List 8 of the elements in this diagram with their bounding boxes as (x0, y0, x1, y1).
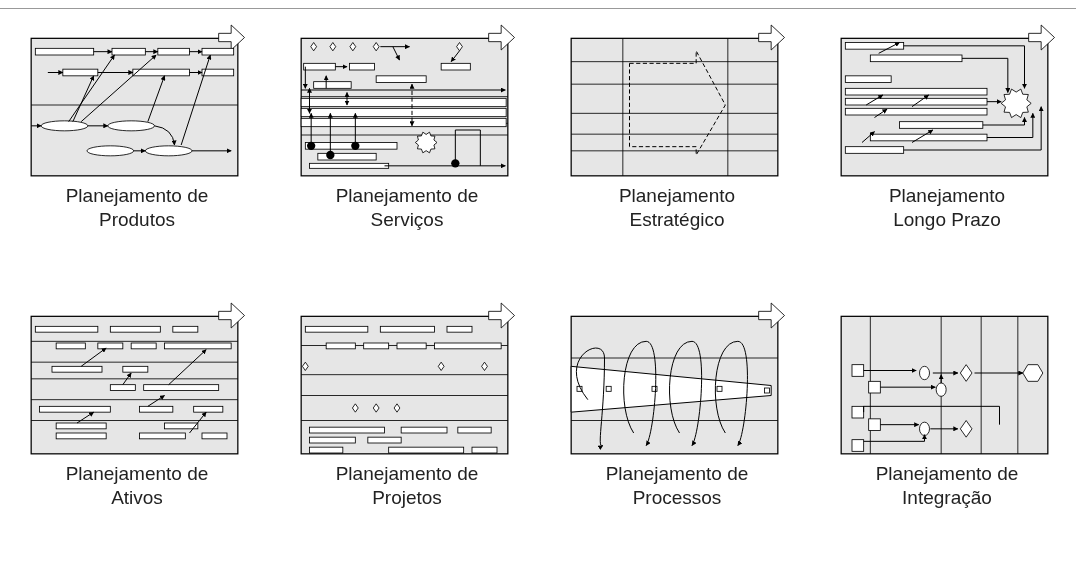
panel-caption: Planejamento de Serviços (334, 184, 480, 232)
panel-caption: Planejamento de Processos (604, 462, 750, 510)
panel-caption: Planejamento Estratégico (617, 184, 737, 232)
panel-caption: Planejamento de Produtos (64, 184, 210, 232)
panel-caption: Planejamento de Projetos (334, 462, 480, 510)
panel-caption: Planejamento de Integração (874, 462, 1020, 510)
panel-caption: Planejamento de Ativos (64, 462, 210, 510)
panel-caption: Planejamento Longo Prazo (887, 184, 1007, 232)
